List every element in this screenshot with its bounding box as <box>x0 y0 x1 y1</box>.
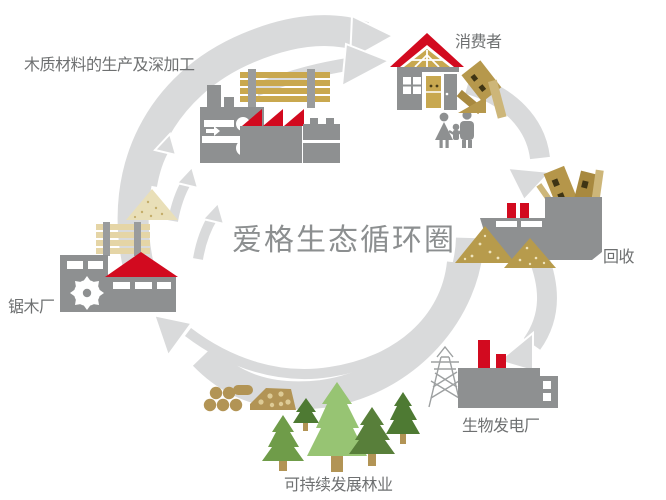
cargo-ship-icon <box>480 165 604 260</box>
power-pylon-icon <box>428 345 462 408</box>
label-recycling: 回收 <box>603 247 635 266</box>
furniture-boards-icon <box>456 60 507 119</box>
factory-machine-icon <box>200 69 340 163</box>
house-with-family-icon <box>390 33 507 148</box>
lumber-stack-icon <box>240 69 330 108</box>
sawdust-pile-icon <box>126 189 178 220</box>
cycle-arrows <box>117 14 557 410</box>
arrow-recycling-to-sawmill <box>152 237 484 410</box>
label-consumer: 消费者 <box>455 32 502 51</box>
wood-chip-piles-icon <box>455 226 556 268</box>
label-production: 木质材料的生产及深加工 <box>24 55 195 74</box>
label-sawmill: 锯木厂 <box>8 297 55 316</box>
arrow-recycling-to-plant <box>496 252 557 373</box>
arrow-chevrons-sawmill-to-production <box>147 132 226 260</box>
sawmill-building-icon <box>60 189 178 312</box>
diagram-title: 爱格生态循环圈 <box>232 223 456 258</box>
power-plant-icon <box>428 340 558 408</box>
family-figures-icon <box>435 110 474 148</box>
saw-blade-icon <box>70 276 104 310</box>
pine-trees-icon <box>203 382 420 472</box>
board-stack-icon <box>96 222 150 256</box>
label-forestry: 可持续发展林业 <box>284 475 393 494</box>
log-piles-icon <box>203 385 296 412</box>
label-biomass-plant: 生物发电厂 <box>462 416 540 435</box>
